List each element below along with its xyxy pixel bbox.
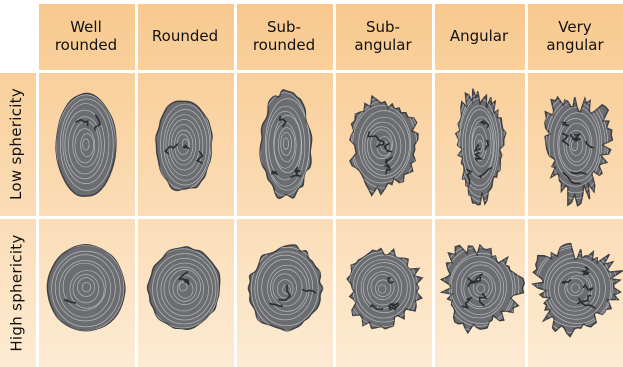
row-label-low-sphericity: Low sphericity — [8, 88, 26, 200]
column-header-well-rounded: Well rounded — [38, 4, 134, 68]
column-header-sub-rounded: Sub- rounded — [236, 4, 332, 68]
corner-blank — [0, 4, 38, 70]
column-header-rounded: Rounded — [137, 4, 233, 68]
row-divider — [0, 70, 623, 73]
row-label-high-sphericity: High sphericity — [8, 234, 26, 351]
row-header-low-sphericity: Low sphericity — [0, 72, 33, 216]
column-header-very-angular: Very angular — [527, 4, 623, 68]
column-header-sub-angular: Sub- angular — [335, 4, 431, 68]
column-header-angular: Angular — [434, 4, 524, 68]
row-divider — [0, 216, 623, 219]
row-header-high-sphericity: High sphericity — [0, 219, 33, 367]
